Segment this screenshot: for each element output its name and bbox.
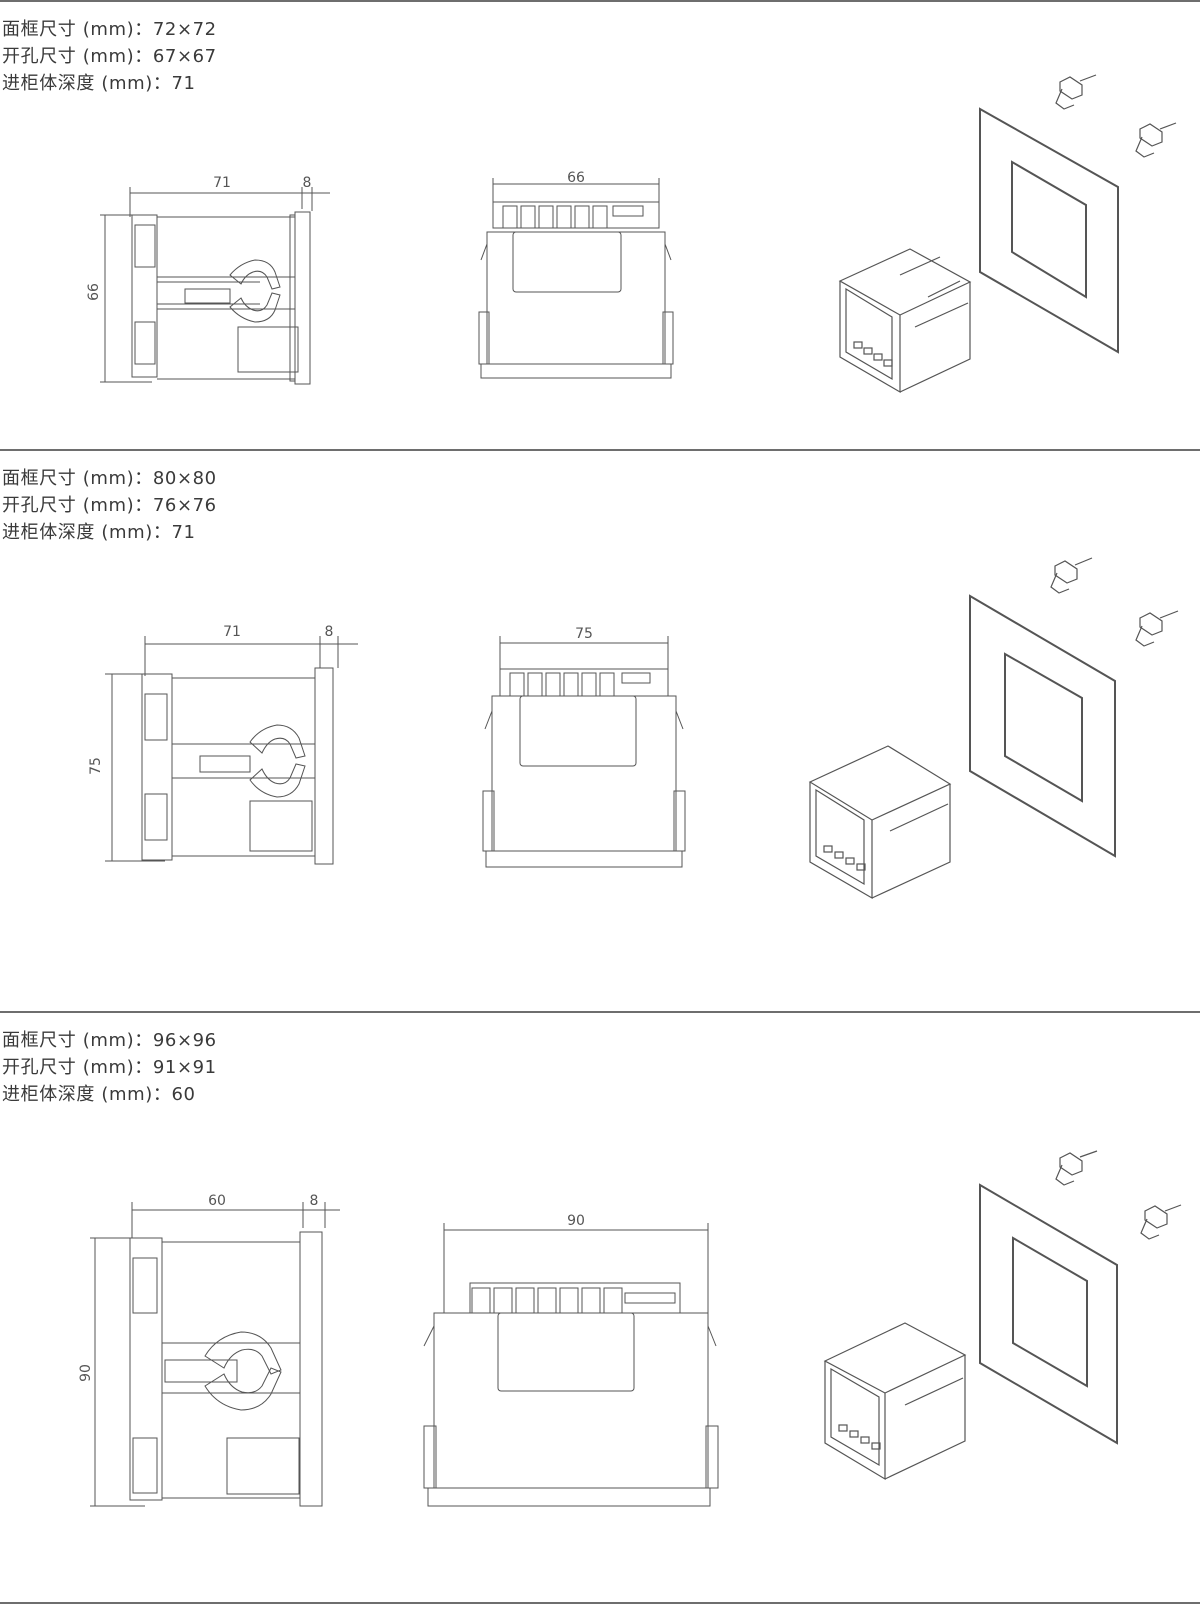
dim-height-label: 66: [86, 283, 102, 301]
spec-cutout-size: 开孔尺寸 (mm)：76×76: [2, 495, 217, 516]
mounting-clip-icon: [1135, 122, 1177, 158]
dim-depth-label: 71: [213, 175, 231, 191]
dim-bezel-label: 8: [303, 175, 312, 191]
isometric-view-drawing: [838, 74, 1177, 394]
spec-frame-size: 面框尺寸 (mm)：96×96: [2, 1030, 217, 1051]
isometric-view-drawing: [823, 1150, 1182, 1481]
dim-height-label: 90: [78, 1364, 94, 1382]
dim-width-label: 66: [567, 170, 585, 186]
top-view-drawing: 75: [482, 626, 686, 868]
mounting-clip-icon: [1140, 1204, 1182, 1240]
dim-bezel-label: 8: [310, 1193, 319, 1209]
dim-depth-label: 60: [208, 1193, 226, 1209]
section-divider: [0, 0, 1200, 2]
side-view-drawing: 71 8 66: [86, 175, 330, 385]
dim-height-label: 75: [88, 757, 104, 775]
spec-frame-size: 面框尺寸 (mm)：72×72: [2, 19, 217, 40]
section-72: 面框尺寸 (mm)：72×72 开孔尺寸 (mm)：67×67 进柜体深度 (m…: [0, 2, 1200, 449]
side-view-drawing: 71 8 75: [88, 624, 358, 865]
section-96: 面框尺寸 (mm)：96×96 开孔尺寸 (mm)：91×91 进柜体深度 (m…: [0, 1013, 1200, 1602]
section-divider: [0, 1602, 1200, 1604]
mounting-clip-icon: [1050, 557, 1093, 594]
spec-list: 面框尺寸 (mm)：72×72 开孔尺寸 (mm)：67×67 进柜体深度 (m…: [2, 16, 217, 97]
top-view-drawing: 66: [478, 170, 674, 379]
spec-depth: 进柜体深度 (mm)：71: [2, 522, 196, 543]
side-view-drawing: 60 8 90: [78, 1193, 340, 1507]
spec-depth: 进柜体深度 (mm)：71: [2, 73, 196, 94]
dim-width-label: 90: [567, 1213, 585, 1229]
spec-list: 面框尺寸 (mm)：96×96 开孔尺寸 (mm)：91×91 进柜体深度 (m…: [2, 1027, 217, 1108]
spec-cutout-size: 开孔尺寸 (mm)：67×67: [2, 46, 217, 67]
mounting-clip-icon: [1055, 1150, 1098, 1186]
mounting-clip-icon: [1135, 610, 1179, 647]
spec-depth: 进柜体深度 (mm)：60: [2, 1084, 196, 1105]
isometric-view-drawing: [808, 557, 1179, 900]
section-divider: [0, 1011, 1200, 1013]
section-80: 面框尺寸 (mm)：80×80 开孔尺寸 (mm)：76×76 进柜体深度 (m…: [0, 451, 1200, 1011]
spec-cutout-size: 开孔尺寸 (mm)：91×91: [2, 1057, 217, 1078]
spec-list: 面框尺寸 (mm)：80×80 开孔尺寸 (mm)：76×76 进柜体深度 (m…: [2, 465, 217, 546]
top-view-drawing: 90: [423, 1213, 719, 1507]
mounting-clip-icon: [1055, 74, 1097, 110]
dim-bezel-label: 8: [325, 624, 334, 640]
dim-width-label: 75: [575, 626, 593, 642]
dim-depth-label: 71: [223, 624, 241, 640]
spec-frame-size: 面框尺寸 (mm)：80×80: [2, 468, 217, 489]
section-divider: [0, 449, 1200, 451]
